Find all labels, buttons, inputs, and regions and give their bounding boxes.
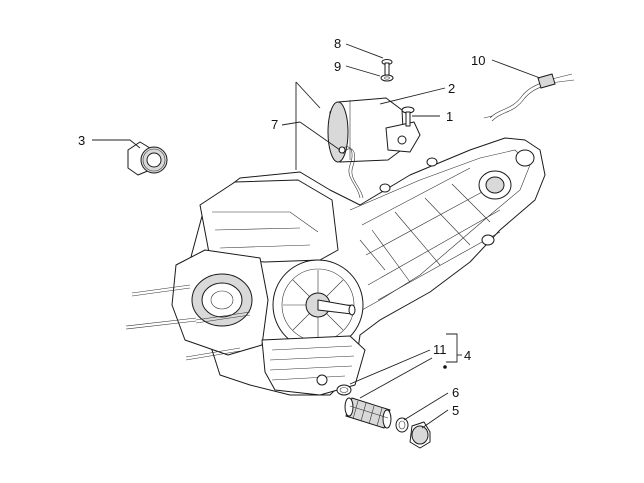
callout-7[interactable]: 7: [271, 117, 278, 132]
crankcase[interactable]: [125, 137, 546, 396]
callout-11[interactable]: 11: [433, 342, 447, 357]
callout-8[interactable]: 8: [334, 36, 341, 51]
callout-dot: [443, 365, 447, 369]
callout-10[interactable]: 10: [471, 53, 485, 68]
cylinder-studs: [125, 284, 251, 361]
callout-3[interactable]: 3: [78, 133, 85, 148]
sensor-cable[interactable]: [483, 73, 575, 122]
lattice-ribs: [359, 167, 501, 301]
callout-6[interactable]: 6: [452, 385, 459, 400]
callout-2[interactable]: 2: [448, 81, 455, 96]
callout-5[interactable]: 5: [452, 403, 459, 418]
cylinder-face: [171, 249, 269, 356]
wire-clamp[interactable]: [338, 146, 364, 199]
oil-filter-screen[interactable]: [344, 397, 392, 429]
gear-assembly[interactable]: [127, 141, 168, 176]
bolt[interactable]: [381, 59, 393, 76]
oring-small[interactable]: [336, 384, 352, 396]
rear-bosses: [379, 149, 535, 246]
callout-numbers: 1 2 3 4 5 6 7 8 9 10 11: [78, 36, 485, 418]
washer[interactable]: [380, 74, 394, 82]
callout-9[interactable]: 9: [334, 59, 341, 74]
callout-4[interactable]: 4: [464, 348, 471, 363]
leader-lines: [92, 43, 541, 429]
flywheel-housing: [272, 259, 364, 351]
starter-screw[interactable]: [401, 106, 415, 127]
callout-1[interactable]: 1: [446, 109, 453, 124]
lower-cover: [261, 335, 366, 396]
drain-plug[interactable]: [409, 421, 431, 449]
oring[interactable]: [395, 417, 409, 433]
starter-motor[interactable]: [327, 97, 421, 163]
